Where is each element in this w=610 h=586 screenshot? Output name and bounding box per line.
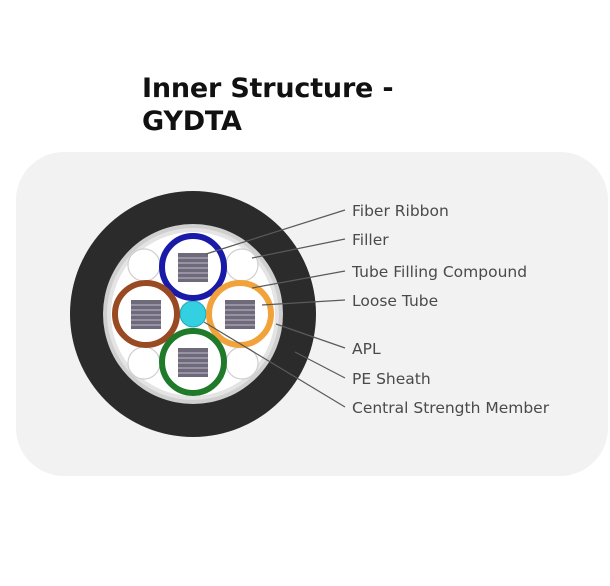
- label-pe-sheath: PE Sheath: [352, 370, 431, 388]
- loose-tube-bottom: [159, 328, 227, 396]
- label-filler: Filler: [352, 231, 389, 249]
- title-line-1: Inner Structure -: [142, 73, 394, 104]
- loose-tube-top: [159, 233, 227, 301]
- filler-top-right: [225, 248, 259, 282]
- label-central-strength-member: Central Strength Member: [352, 399, 550, 417]
- leader-pe-sheath: [294, 351, 346, 379]
- leader-loose-tube: [261, 299, 346, 306]
- leader-central-strength-member: [203, 321, 346, 408]
- label-apl: APL: [352, 340, 381, 358]
- label-loose-tube: Loose Tube: [352, 292, 438, 310]
- leader-filler: [251, 238, 346, 259]
- label-tube-filling-compound: Tube Filling Compound: [351, 263, 527, 281]
- loose-tube-left: [112, 280, 180, 348]
- page-title: Inner Structure - GYDTA: [142, 72, 442, 138]
- filler-bottom-left: [127, 346, 161, 380]
- central-strength-member: [179, 300, 207, 328]
- title-line-2: GYDTA: [142, 106, 242, 137]
- label-fiber-ribbon: Fiber Ribbon: [352, 202, 449, 220]
- loose-tube-right: [206, 280, 274, 348]
- filler-top-left: [127, 248, 161, 282]
- leader-apl: [275, 323, 346, 349]
- leader-lines: [203, 209, 346, 408]
- leader-fiber-ribbon: [205, 209, 346, 255]
- leader-tube-filling-compound: [251, 270, 346, 289]
